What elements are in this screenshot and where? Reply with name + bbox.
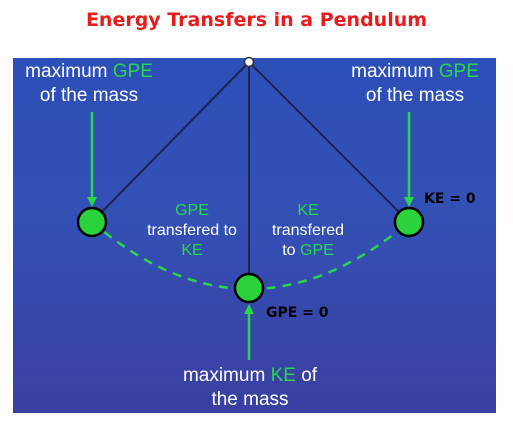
label-max-ke: maximum KE of the mass (182, 365, 318, 410)
label-ke-zero: KE = 0 (424, 191, 476, 207)
mass-right (393, 206, 425, 238)
swing-path (91, 221, 410, 291)
string-left (91, 61, 250, 223)
mass-center (233, 272, 265, 304)
label-gpe-to-ke: GPE transfered to KE (147, 202, 237, 259)
pivot-point (243, 56, 255, 68)
label-gpe-zero: GPE = 0 (266, 305, 329, 321)
diagram-title: Energy Transfers in a Pendulum (85, 9, 428, 31)
label-ke-to-gpe: KE transfered to GPE (271, 202, 345, 259)
mass-left (76, 206, 108, 238)
string-right (248, 61, 410, 223)
label-max-gpe-left: maximum GPE of the mass (25, 61, 153, 106)
label-max-gpe-right: maximum GPE of the mass (351, 61, 479, 106)
